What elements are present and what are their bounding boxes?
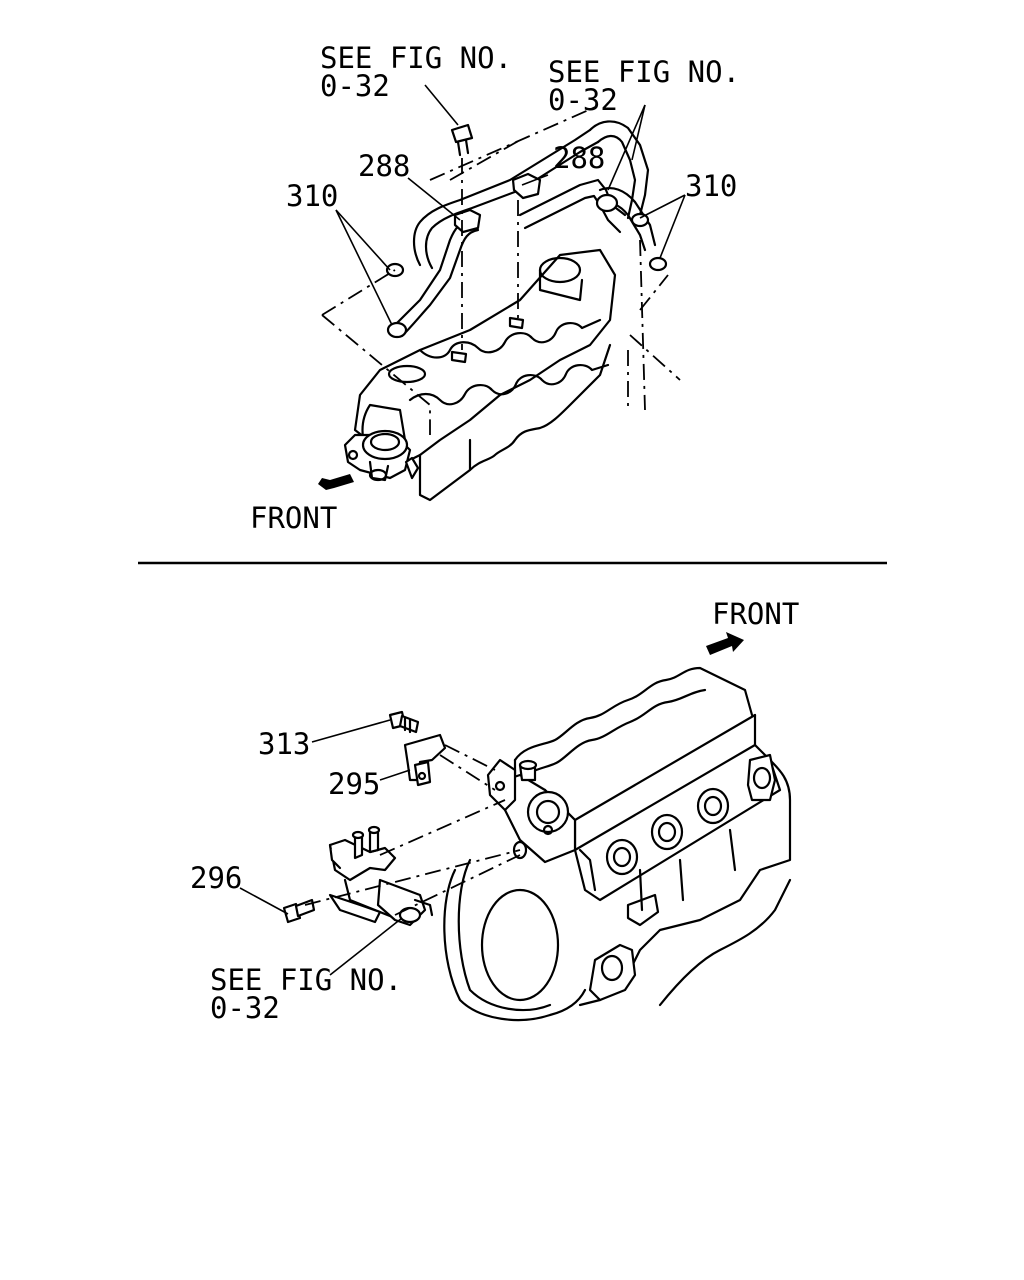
top-engine-block (343, 248, 617, 502)
top-engine-view: SEE FIG NO. 0-32 SEE FIG NO. 0-32 288 28… (250, 41, 740, 535)
see-fig-label-bottom-line1: SEE FIG NO. (210, 963, 402, 997)
bottom-engine-block (443, 666, 792, 1022)
bottom-construction-lines (304, 744, 521, 916)
top-bolt (450, 123, 474, 157)
front-label-top: FRONT (250, 501, 337, 535)
callout-310-right: 310 (685, 169, 737, 203)
see-fig-label-top-left-line2: 0-32 (320, 69, 390, 103)
top-hose-clamps (385, 212, 668, 339)
bottom-engine-view: FRONT 313 295 296 SEE FIG NO. 0-32 (190, 597, 799, 1025)
top-leader-lines (335, 84, 686, 326)
callout-313: 313 (258, 727, 310, 761)
see-fig-label-top-right-line1: SEE FIG NO. (548, 55, 740, 89)
bottom-water-pipe-assembly (328, 825, 434, 927)
bottom-bolt-313 (388, 710, 420, 734)
see-fig-label-top-right-line2: 0-32 (548, 83, 618, 117)
callout-288-right: 288 (553, 141, 605, 175)
callout-295: 295 (328, 767, 380, 801)
callout-296: 296 (190, 861, 242, 895)
bottom-front-arrow (706, 632, 744, 655)
top-water-hoses (388, 120, 657, 338)
callout-288-left: 288 (358, 149, 410, 183)
top-front-arrow (318, 474, 354, 490)
top-construction-lines (321, 104, 681, 435)
see-fig-label-bottom-line2: 0-32 (210, 991, 280, 1025)
bottom-leader-lines (239, 719, 411, 976)
bottom-bracket-295 (403, 733, 447, 787)
front-label-bottom: FRONT (712, 597, 799, 631)
see-fig-label-top-left-line1: SEE FIG NO. (320, 41, 512, 75)
callout-310-left: 310 (286, 179, 338, 213)
